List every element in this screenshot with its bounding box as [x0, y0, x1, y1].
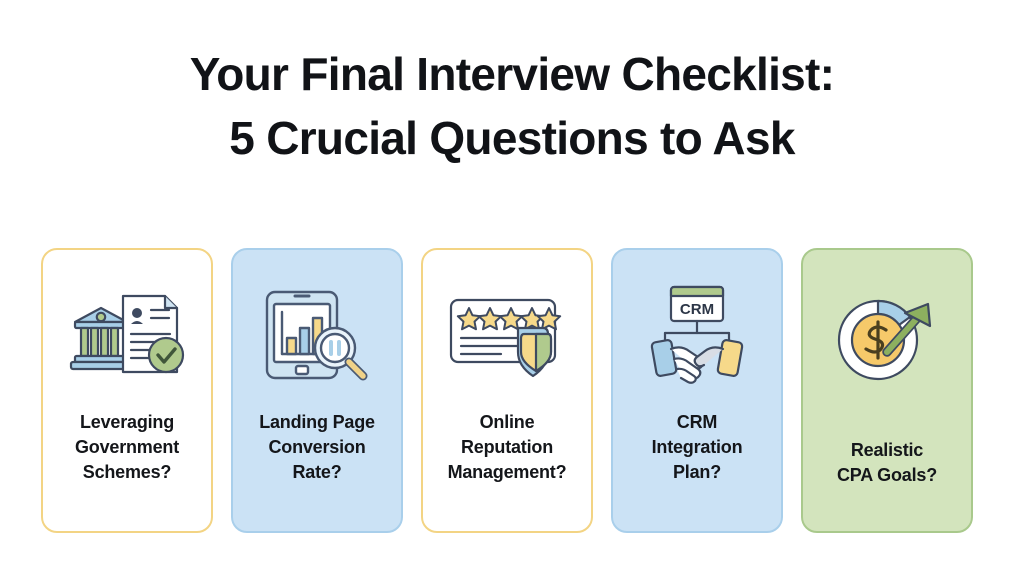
card-label-line: CPA Goals?	[836, 465, 937, 485]
title-line-2: 5 Crucial Questions to Ask	[229, 112, 795, 164]
dollar-coin-growth-arrow-icon	[822, 284, 952, 388]
card-landing-page-conversion-rate[interactable]: Landing Page Conversion Rate?	[231, 248, 403, 533]
card-realistic-cpa-goals[interactable]: Realistic CPA Goals?	[801, 248, 973, 533]
card-label-line: Plan?	[672, 462, 721, 482]
card-label-line: Government	[74, 437, 180, 457]
card-label-line: Conversion	[268, 437, 366, 457]
crm-handshake-icon: CRM	[632, 284, 762, 388]
card-label-line: Online	[479, 412, 535, 432]
card-leveraging-government-schemes[interactable]: Leveraging Government Schemes?	[41, 248, 213, 533]
card-label-line: Realistic	[850, 440, 924, 460]
card-label: Online Reputation Management?	[427, 410, 587, 485]
card-label-line: Leveraging	[79, 412, 175, 432]
card-label: Leveraging Government Schemes?	[47, 410, 207, 485]
card-label-line: Schemes?	[82, 462, 172, 482]
card-label: CRM Integration Plan?	[617, 410, 777, 485]
card-online-reputation-management[interactable]: Online Reputation Management?	[421, 248, 593, 533]
card-label-line: Rate?	[292, 462, 342, 482]
checklist-card-row: Leveraging Government Schemes?	[41, 248, 973, 533]
card-label: Realistic CPA Goals?	[807, 438, 967, 488]
crm-icon-text: CRM	[680, 301, 714, 318]
title-line-1: Your Final Interview Checklist:	[189, 48, 835, 100]
tablet-chart-magnifier-icon	[252, 284, 382, 388]
card-label: Landing Page Conversion Rate?	[237, 410, 397, 485]
page-title: Your Final Interview Checklist: 5 Crucia…	[0, 42, 1024, 170]
card-label-line: Reputation	[461, 437, 553, 457]
card-label-line: Landing Page	[259, 412, 375, 432]
bank-document-check-icon	[62, 284, 192, 388]
card-label-line: CRM	[676, 412, 718, 432]
card-crm-integration-plan[interactable]: CRM	[611, 248, 783, 533]
card-label-line: Management?	[447, 462, 567, 482]
card-label-line: Integration	[651, 437, 743, 457]
review-stars-shield-icon	[442, 284, 572, 388]
